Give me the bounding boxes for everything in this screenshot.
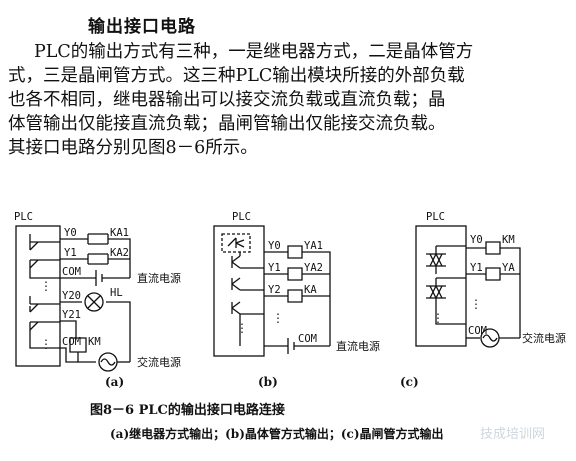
body-paragraph: PLC的输出方式有三种，一是继电器方式，二是晶体管方 式，三是晶闸管方式。这三种… bbox=[8, 40, 568, 160]
supply-label: 直流电源 bbox=[137, 271, 181, 285]
terminal-label: Y1 bbox=[268, 262, 281, 274]
terminal-label: Y0 bbox=[64, 227, 77, 239]
diagram-c-thyristor bbox=[415, 225, 521, 348]
section-heading: 输出接口电路 bbox=[88, 17, 196, 37]
paragraph-line: PLC的输出方式有三种，一是继电器方式，二是晶体管方 bbox=[34, 42, 474, 62]
diagram-b-transistor bbox=[213, 225, 331, 357]
load-label: HL bbox=[110, 287, 123, 299]
subfigure-label: (c) bbox=[400, 375, 419, 389]
supply-label: 交流电源 bbox=[137, 355, 181, 369]
watermark: 技成培训网 bbox=[480, 426, 545, 442]
plc-label: PLC bbox=[14, 211, 33, 223]
dots-label: ⋮ bbox=[432, 311, 444, 325]
triac-icon bbox=[426, 252, 446, 268]
terminal-label: COM bbox=[468, 325, 487, 337]
terminal-label: Y0 bbox=[470, 234, 483, 246]
transistor-icon bbox=[231, 277, 241, 291]
lamp-icon bbox=[84, 292, 104, 312]
subfigure-label: (a) bbox=[105, 375, 124, 389]
terminal-label: Y2 bbox=[268, 284, 281, 296]
terminal-label: COM bbox=[62, 336, 81, 348]
triac-icon bbox=[426, 284, 446, 300]
dots-label: ⋮ bbox=[40, 279, 52, 293]
load-label: KA bbox=[304, 284, 317, 296]
load-label: YA bbox=[502, 262, 515, 274]
transistor-icon bbox=[231, 255, 241, 269]
dots-label: ⋮ bbox=[40, 337, 52, 351]
plc-label: PLC bbox=[232, 211, 251, 223]
supply-label: 直流电源 bbox=[336, 339, 380, 353]
transistor-icon bbox=[231, 301, 241, 315]
circuit-figure: PLC Y0 Y1 COM Y20 Y21 COM KA1 KA2 HL KM … bbox=[14, 211, 566, 442]
relay-contact bbox=[29, 241, 39, 269]
terminal-label: COM bbox=[298, 333, 317, 345]
load-label: YA2 bbox=[304, 262, 323, 274]
load-label: KM bbox=[88, 336, 101, 348]
terminal-label: Y20 bbox=[62, 290, 81, 302]
paragraph-line: 式，三是晶闸管方式。这三种PLC输出模块所接的外部负载 bbox=[8, 66, 465, 86]
optocoupler-icon bbox=[221, 233, 251, 253]
paragraph-line: 其接口电路分别见图8－6所示。 bbox=[8, 138, 258, 158]
plc-box-b bbox=[213, 225, 265, 357]
plc-label: PLC bbox=[426, 211, 445, 223]
dots-label: ⋮ bbox=[236, 321, 248, 335]
dots-label: ⋮ bbox=[272, 311, 284, 325]
supply-label: 交流电源 bbox=[522, 331, 566, 345]
load-label: KA1 bbox=[110, 227, 129, 239]
terminal-label: Y1 bbox=[64, 247, 77, 259]
terminal-label: COM bbox=[62, 266, 81, 278]
load-label: YA1 bbox=[304, 240, 323, 252]
paragraph-line: 也各不相同，继电器输出可以接交流负载或直流负载；晶 bbox=[8, 90, 446, 110]
figure-caption-subtitle: (a)继电器方式输出；(b)晶体管方式输出；(c)晶闸管方式输出 bbox=[110, 426, 444, 441]
subfigure-label: (b) bbox=[258, 375, 278, 389]
figure-caption-title: 图8－6 PLC的输出接口电路连接 bbox=[90, 402, 285, 418]
load-label: KM bbox=[502, 234, 515, 246]
terminal-label: Y0 bbox=[268, 240, 281, 252]
load-label: KA2 bbox=[110, 247, 129, 259]
dots-label: ⋮ bbox=[470, 297, 482, 311]
terminal-label: Y21 bbox=[62, 309, 81, 321]
plc-box-a bbox=[15, 225, 61, 367]
plc-box-c bbox=[415, 225, 467, 347]
terminal-label: Y1 bbox=[470, 262, 483, 274]
diagram-a-relay bbox=[15, 225, 131, 372]
paragraph-line: 体管输出仅能接直流负载；晶闸管输出仅能接交流负载。 bbox=[8, 114, 446, 134]
